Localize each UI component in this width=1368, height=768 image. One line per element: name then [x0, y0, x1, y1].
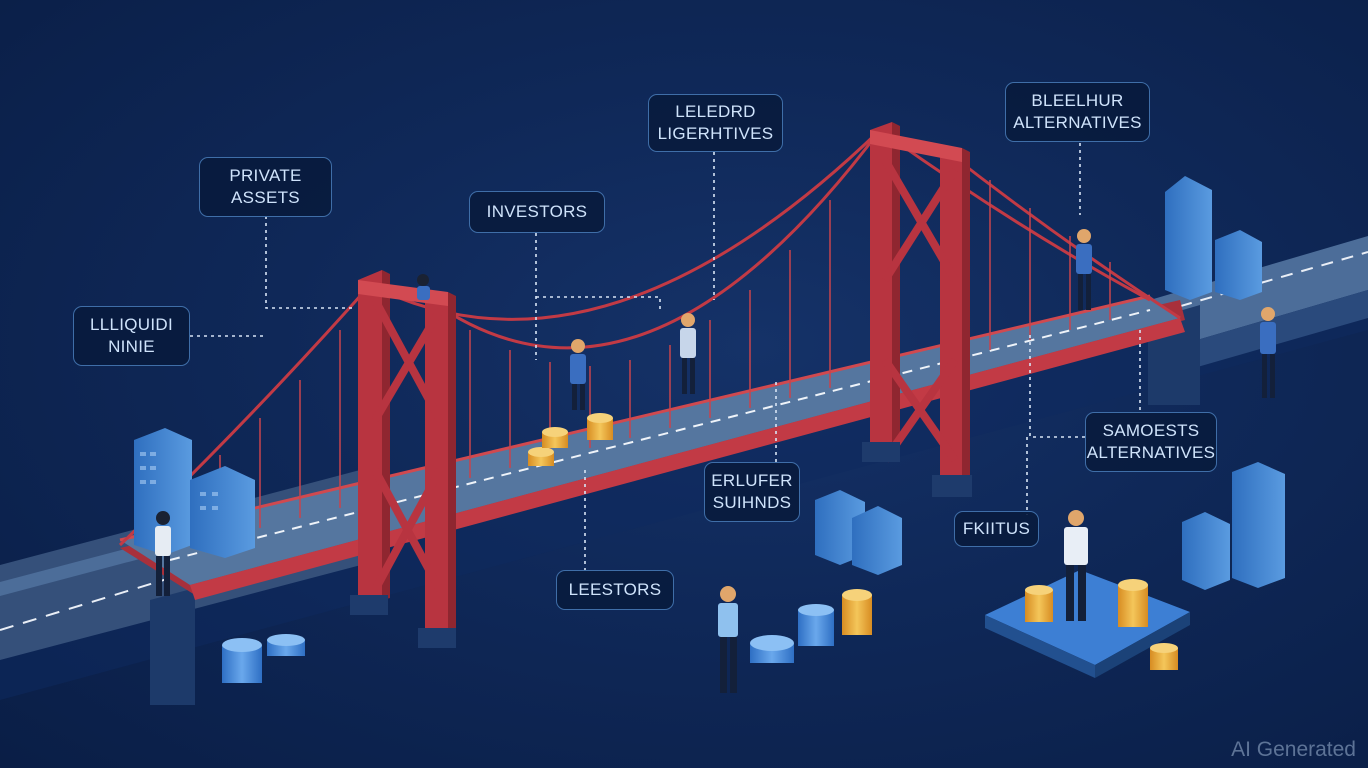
bridge-deck — [119, 294, 1185, 600]
gold-coin-stacks — [528, 413, 1178, 670]
label-samoests-line2: ALTERNATIVES — [1086, 443, 1216, 462]
person-bridge-2 — [680, 313, 696, 394]
blue-coin-stacks — [222, 604, 834, 683]
person-tower-top — [417, 274, 430, 300]
label-erlufer-line1: ERLUFER — [711, 471, 793, 490]
label-leestors-line1: LEESTORS — [568, 580, 662, 599]
label-illiquid: LLLIQUIDI NINIE — [73, 306, 190, 366]
person-bridge-right — [1076, 229, 1092, 310]
label-leledrd-line1: LELEDRD — [675, 102, 756, 121]
label-illiquid-line2: NINIE — [108, 337, 155, 356]
label-fkiitus: FKIITUS — [954, 511, 1039, 547]
label-bleelhur-line2: ALTERNATIVES — [1013, 113, 1142, 132]
label-bleelhur-line1: BLEELHUR — [1031, 91, 1124, 110]
person-platform — [1064, 510, 1088, 621]
label-samoests: SAMOESTS ALTERNATIVES — [1085, 412, 1217, 472]
left-tower — [350, 270, 456, 648]
label-illiquid-line1: LLLIQUIDI — [89, 315, 173, 334]
label-private-assets: PRIVATE ASSETS — [199, 157, 332, 217]
label-bleelhur: BLEELHUR ALTERNATIVES — [1005, 82, 1150, 142]
ai-generated-watermark: AI Generated — [1231, 738, 1356, 761]
label-erlufer: ERLUFER SUIHNDS — [704, 462, 800, 522]
label-erlufer-line2: SUIHNDS — [712, 493, 792, 512]
buildings-right-top — [1165, 176, 1262, 300]
buildings-center — [815, 490, 902, 575]
person-coins-center — [718, 586, 738, 693]
buildings-left — [134, 428, 255, 558]
label-leledrd-line2: LIGERHTIVES — [657, 124, 774, 143]
label-samoests-line1: SAMOESTS — [1102, 421, 1200, 440]
label-private-assets-line2: ASSETS — [231, 188, 300, 207]
hanger-cables — [179, 180, 1111, 548]
leader-lines — [190, 143, 1141, 570]
label-investors-top: INVESTORS — [469, 191, 605, 233]
person-bridge-1 — [570, 339, 586, 410]
person-right-road — [1260, 307, 1276, 398]
buildings-right-bottom — [1182, 462, 1285, 590]
right-tower — [862, 122, 972, 497]
person-left-road — [155, 511, 171, 596]
label-investors-top-line1: INVESTORS — [486, 202, 588, 221]
label-private-assets-line1: PRIVATE — [229, 166, 302, 185]
label-leledrd: LELEDRD LIGERHTIVES — [648, 94, 783, 152]
label-leestors: LEESTORS — [556, 570, 674, 610]
label-fkiitus-line1: FKIITUS — [962, 519, 1031, 538]
